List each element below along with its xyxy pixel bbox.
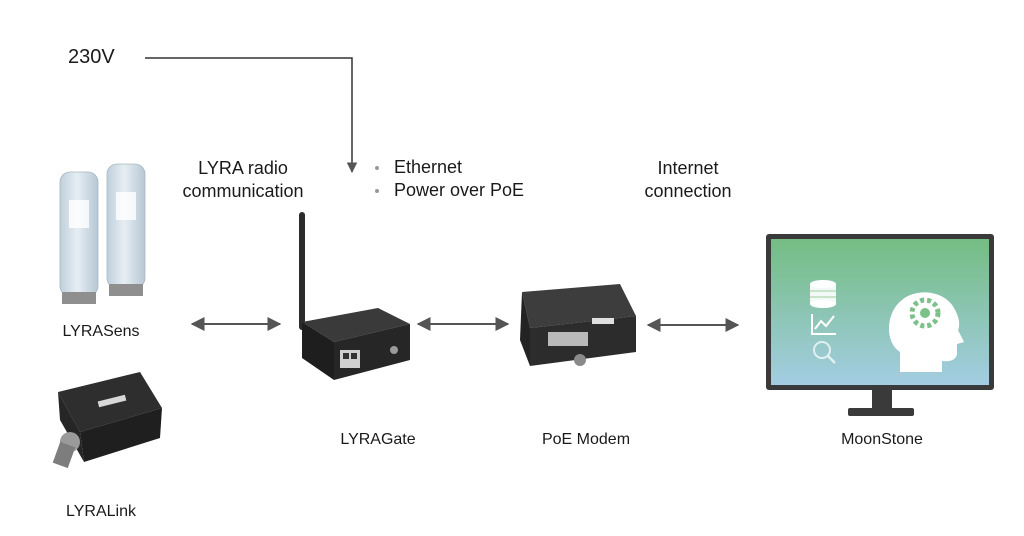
lyralink-label: LYRALink <box>66 503 136 520</box>
bullet-power-over-poe: Power over PoE <box>372 179 524 202</box>
internet-label: Internet connection <box>644 157 731 203</box>
moonstone-label: MoonStone <box>841 431 923 448</box>
internet-label-line1: Internet <box>657 158 719 178</box>
power-line <box>145 57 358 174</box>
lyrasens-device <box>59 163 146 304</box>
radio-label: LYRA radio communication <box>182 157 303 203</box>
lyralink-device <box>52 372 162 469</box>
magnifier-icon <box>813 341 836 364</box>
poe-modem-label: PoE Modem <box>541 431 631 448</box>
internet-label-line2: connection <box>644 181 732 201</box>
lyragate-label: LYRAGate <box>340 431 416 448</box>
radio-label-line2: communication <box>182 181 304 201</box>
head-gear-icon <box>888 292 964 372</box>
lyrasens-label: LYRASens <box>62 323 140 340</box>
poe-modem-device <box>520 284 636 366</box>
power-label: 230V <box>68 46 115 68</box>
lyragate-device <box>299 212 410 380</box>
radio-label-line1: LYRA radio <box>198 158 288 178</box>
bullet-ethernet: Ethernet <box>372 156 524 179</box>
line-chart-icon <box>811 314 836 335</box>
ethernet-bullets: Ethernet Power over PoE <box>372 156 524 202</box>
database-icon <box>810 280 836 308</box>
moonstone-monitor <box>766 234 994 416</box>
